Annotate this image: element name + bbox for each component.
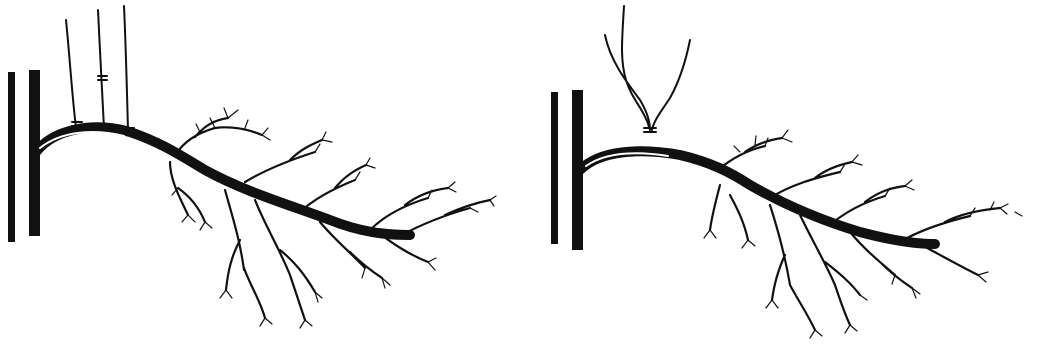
left-branch-8: [370, 188, 448, 230]
left-panel: [8, 6, 496, 328]
left-twig-group-3: [220, 290, 322, 328]
left-branch-5: [245, 140, 322, 182]
right-shoot-2: [652, 40, 690, 130]
left-twig-group-4: [315, 132, 375, 180]
right-branch-1: [718, 138, 782, 170]
right-vertical-shoots: [605, 6, 690, 130]
right-branch-2: [710, 185, 748, 240]
left-branch-4: [255, 200, 315, 320]
left-tie-2: [98, 76, 107, 80]
left-vertical-shoots: [66, 6, 128, 130]
left-post-outer: [8, 72, 15, 242]
right-shoot-1: [605, 6, 650, 130]
left-branch-1: [175, 118, 262, 155]
left-shoot-3: [124, 6, 128, 130]
right-branch-3: [770, 205, 815, 330]
right-branch-6: [830, 186, 905, 225]
right-panel: [551, 6, 1022, 338]
left-shoot-1: [66, 20, 76, 128]
right-twig-group-3: [766, 295, 867, 338]
right-twig-group-1: [734, 130, 792, 152]
right-post-outer: [551, 92, 558, 244]
left-branch-6: [300, 165, 366, 212]
left-twig-group-1: [196, 108, 270, 140]
right-branch-5: [770, 162, 852, 198]
left-shoot-2: [98, 10, 104, 128]
